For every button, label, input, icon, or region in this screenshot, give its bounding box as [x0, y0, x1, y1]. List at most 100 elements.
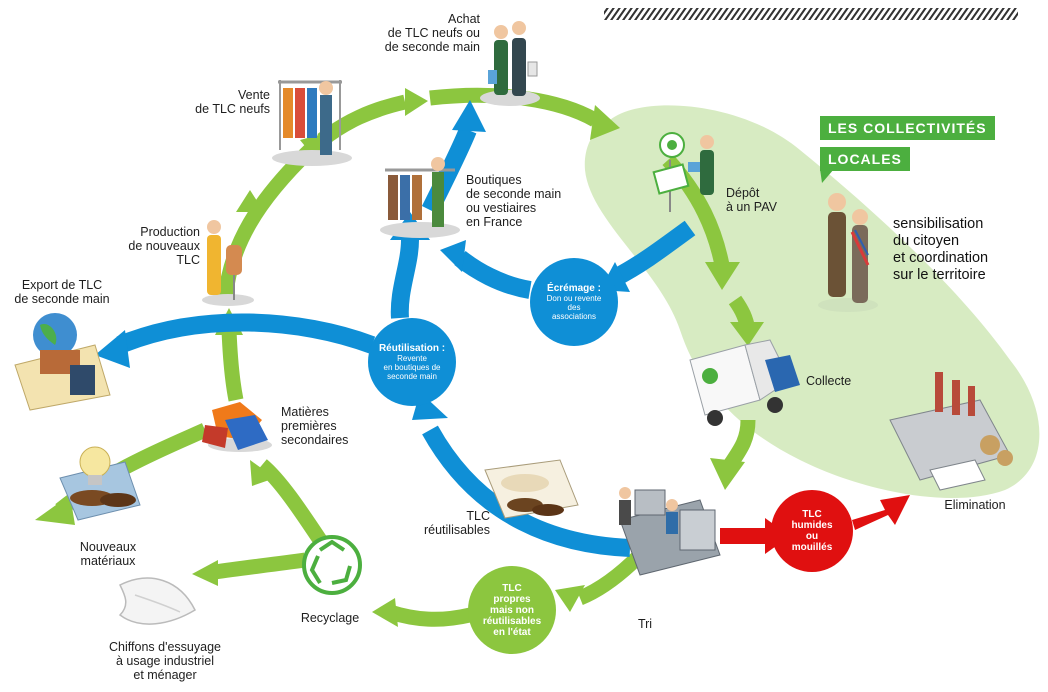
shoppers-icon	[480, 21, 540, 106]
arrow-propres-to-recyclage	[387, 604, 472, 627]
label-tri: Tri	[625, 617, 665, 631]
label-production-line-2: de nouveaux	[128, 239, 200, 253]
tag-pointer	[820, 169, 834, 183]
tag-line-2: LOCALES	[828, 151, 902, 167]
tailor-icon	[202, 220, 254, 306]
arrow-tri-to-propres	[577, 549, 646, 605]
label-achat: Achat de TLC neufs ou de seconde main	[370, 12, 480, 54]
humides-line-1: TLC	[802, 509, 822, 520]
humides-line-4: mouillés	[791, 542, 833, 553]
label-boutiques-line-1: Boutiques	[466, 173, 522, 187]
label-nouveaux-line-2: matériaux	[80, 554, 136, 568]
label-depot: Dépôt à un PAV	[726, 186, 806, 214]
label-tlc-reutilisables: TLC réutilisables	[390, 509, 490, 537]
arrow-recyclage-to-chiffons	[213, 552, 307, 580]
label-achat-line-1: Achat	[448, 12, 480, 26]
person-depositing-icon	[688, 135, 714, 195]
label-achat-line-3: de seconde main	[384, 40, 480, 54]
humides-line-2: humides	[791, 520, 833, 531]
propres-line-1: TLC	[502, 582, 522, 594]
ecremage-line-2: des	[567, 303, 581, 312]
green-arrowheads	[35, 88, 764, 627]
label-chiffons-line-1: Chiffons d'essuyage	[109, 640, 221, 654]
arrow-matieres-up	[221, 329, 244, 402]
label-chiffons: Chiffons d'essuyage à usage industriel e…	[85, 640, 245, 682]
arrow-ecremage-to-boutiques	[454, 250, 532, 299]
folded-clothes-icon	[484, 459, 579, 519]
label-tlc-reutil-line-2: réutilisables	[423, 523, 490, 537]
bubble-propres: TLC propres mais non réutilisables en l'…	[468, 566, 556, 654]
propres-line-2: propres	[493, 593, 531, 605]
awareness-line-3: et coordination	[893, 250, 989, 266]
label-matieres-line-2: premières	[281, 419, 337, 433]
awareness-line-4: sur le territoire	[893, 267, 986, 283]
label-collecte: Collecte	[806, 374, 886, 388]
reutilisation-line-1: Revente	[397, 354, 427, 363]
ecremage-line-1: Don ou revente	[546, 294, 602, 303]
label-chiffons-line-3: et ménager	[133, 668, 197, 682]
awareness-line-2: du citoyen	[893, 233, 960, 249]
label-elimination-line-1: Elimination	[944, 498, 1006, 512]
label-nouveaux: Nouveaux matériaux	[58, 540, 158, 568]
bubble-reutilisation: Réutilisation : Revente en boutiques de …	[368, 318, 456, 406]
label-production-line-3: TLC	[176, 253, 200, 267]
globe-icon	[14, 313, 111, 411]
propres-line-5: en l'état	[493, 626, 531, 638]
arrow-collecte-to-tri	[723, 419, 756, 470]
label-matieres-line-3: secondaires	[281, 433, 349, 447]
label-chiffons-line-2: à usage industriel	[116, 654, 214, 668]
label-boutiques-line-3: ou vestiaires	[466, 201, 537, 215]
label-production-line-1: Production	[140, 225, 200, 239]
point-apport-sign-icon	[652, 132, 690, 212]
label-recyclage-line-1: Recyclage	[300, 611, 360, 625]
local-authorities-tag-line2: LOCALES	[820, 147, 910, 171]
label-vente-line-2: de TLC neufs	[195, 102, 270, 116]
fabric-pile-icon	[202, 402, 272, 452]
label-matieres: Matières premières secondaires	[281, 405, 381, 447]
humides-line-3: ou	[805, 531, 819, 542]
label-elimination: Elimination	[925, 498, 1025, 512]
local-authorities-tag: LES COLLECTIVITÉS	[820, 116, 995, 140]
label-vente: Vente de TLC neufs	[180, 88, 270, 116]
awareness-line-1: sensibilisation	[893, 216, 984, 232]
label-achat-line-2: de TLC neufs ou	[387, 26, 480, 40]
hatched-header-strip	[604, 8, 1018, 20]
awareness-text: sensibilisation du citoyen et coordinati…	[893, 216, 988, 284]
label-export-line-2: de seconde main	[14, 292, 110, 306]
ecremage-title: Écrémage :	[547, 283, 601, 294]
ecremage-line-3: associations	[551, 312, 597, 321]
label-production: Production de nouveaux TLC	[112, 225, 200, 267]
label-boutiques-line-4: en France	[466, 215, 523, 229]
arrow-recyclage-to-matieres	[257, 459, 327, 545]
label-nouveaux-line-1: Nouveaux	[79, 540, 137, 554]
label-tlc-reutil-line-1: TLC	[466, 509, 490, 523]
label-recyclage: Recyclage	[280, 611, 380, 625]
arrow-reutilisation-to-export	[116, 313, 376, 354]
arrow-reutilisation-to-boutiques	[390, 239, 419, 319]
bubble-humides: TLC humides ou mouillés	[771, 490, 853, 572]
recycle-icon	[302, 535, 362, 595]
incineration-plant-icon	[889, 372, 1013, 491]
label-export: Export de TLC de seconde main	[6, 278, 118, 306]
label-export-line-1: Export de TLC	[21, 278, 103, 292]
reutilisation-line-2: en boutiques de	[383, 363, 441, 372]
local-officials-icon	[818, 193, 878, 312]
sorting-station-icon	[619, 487, 721, 576]
label-depot-line-1: Dépôt	[726, 186, 760, 200]
label-collecte-line-1: Collecte	[806, 374, 852, 388]
label-boutiques-line-2: de seconde main	[466, 187, 562, 201]
collection-truck-icon	[689, 339, 800, 426]
label-depot-line-2: à un PAV	[726, 200, 777, 214]
label-boutiques: Boutiques de seconde main ou vestiaires …	[466, 173, 586, 229]
secondhand-rack-icon	[380, 157, 460, 238]
label-matieres-line-1: Matières	[281, 405, 329, 419]
arrow-tri-to-reutilisation	[422, 425, 631, 557]
clothes-rack-icon	[272, 80, 352, 166]
reutilisation-title: Réutilisation :	[378, 343, 446, 354]
propres-line-4: réutilisables	[482, 615, 542, 627]
arrow-depot-to-ecremage	[610, 220, 696, 286]
reutilisation-line-3: seconde main	[387, 372, 437, 381]
bubble-ecremage: Écrémage : Don ou revente des associatio…	[530, 258, 618, 346]
label-tri-line-1: Tri	[637, 617, 653, 631]
